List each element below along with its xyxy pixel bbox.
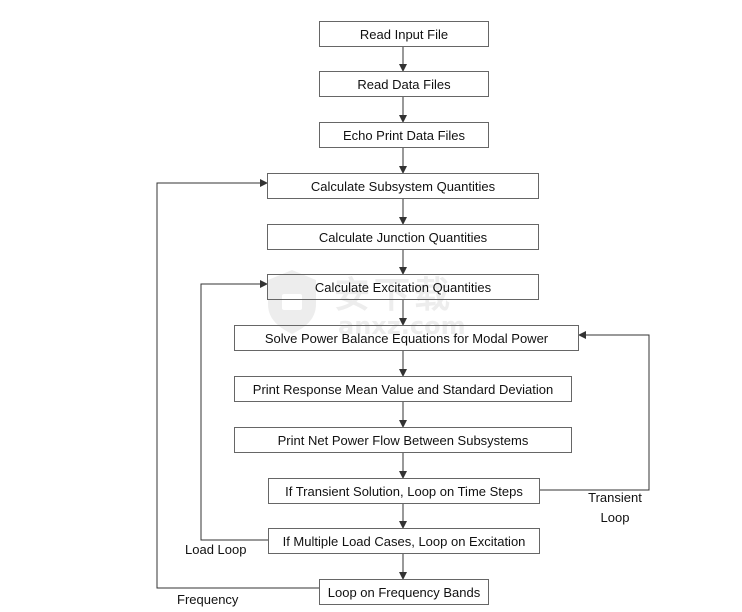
step-transient-time-steps: If Transient Solution, Loop on Time Step…	[268, 478, 540, 504]
step-print-response-mean-value: Print Response Mean Value and Standard D…	[234, 376, 572, 402]
step-read-data-files: Read Data Files	[319, 71, 489, 97]
step-echo-print-data-files: Echo Print Data Files	[319, 122, 489, 148]
watermark: 安下载 anxz.com	[262, 262, 482, 346]
step-multiple-load-cases: If Multiple Load Cases, Loop on Excitati…	[268, 528, 540, 554]
transient-loop-connector	[540, 331, 650, 491]
step-solve-power-balance-equations: Solve Power Balance Equations for Modal …	[234, 325, 579, 351]
step-print-net-power-flow: Print Net Power Flow Between Subsystems	[234, 427, 572, 453]
transient-loop-label-line1: Transient	[588, 490, 642, 505]
step-calculate-junction-quantities: Calculate Junction Quantities	[267, 224, 539, 250]
step-loop-frequency-bands: Loop on Frequency Bands	[319, 579, 489, 605]
frequency-loop-connector	[156, 179, 320, 589]
step-calculate-excitation-quantities: Calculate Excitation Quantities	[267, 274, 539, 300]
step-calculate-subsystem-quantities: Calculate Subsystem Quantities	[267, 173, 539, 199]
load-loop-label: Load Loop	[185, 542, 247, 557]
watermark-subtext: anxz.com	[338, 312, 466, 340]
watermark-text: 安下载	[334, 275, 455, 316]
frequency-loop-label: Frequency	[177, 592, 239, 607]
step-read-input-file: Read Input File	[319, 21, 489, 47]
shield-logo-icon	[268, 270, 316, 334]
transient-loop-label: Transient Loop	[580, 488, 650, 528]
transient-loop-label-line2: Loop	[600, 510, 630, 525]
load-loop-connector	[200, 280, 268, 541]
